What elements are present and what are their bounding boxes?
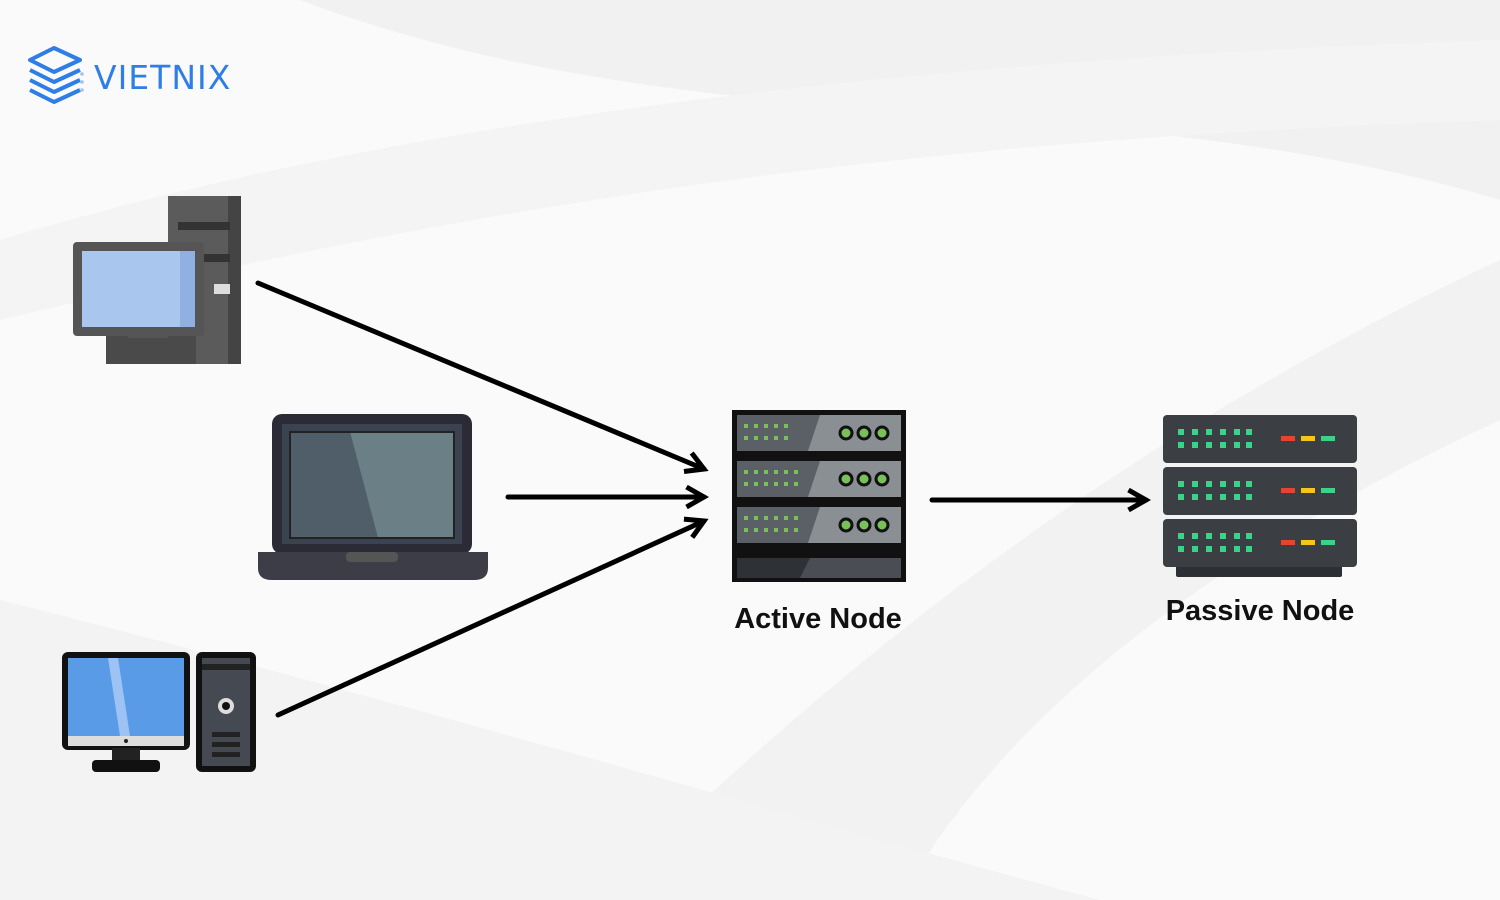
vietnix-logo-icon [28, 46, 84, 104]
desktop-computer-icon [62, 652, 256, 772]
passive-node-label: Passive Node [1165, 595, 1355, 627]
arrow-desktop-computer-to-active [275, 516, 709, 718]
laptop-icon [258, 414, 488, 580]
desktop-tower-icon [73, 196, 241, 364]
brand-name: VIETNIX [94, 58, 232, 97]
passive-node-server-icon [1163, 415, 1357, 577]
active-node-server-icon [732, 410, 906, 582]
arrow-desktop-tower-to-active [255, 280, 709, 474]
active-node-label: Active Node [734, 603, 902, 635]
